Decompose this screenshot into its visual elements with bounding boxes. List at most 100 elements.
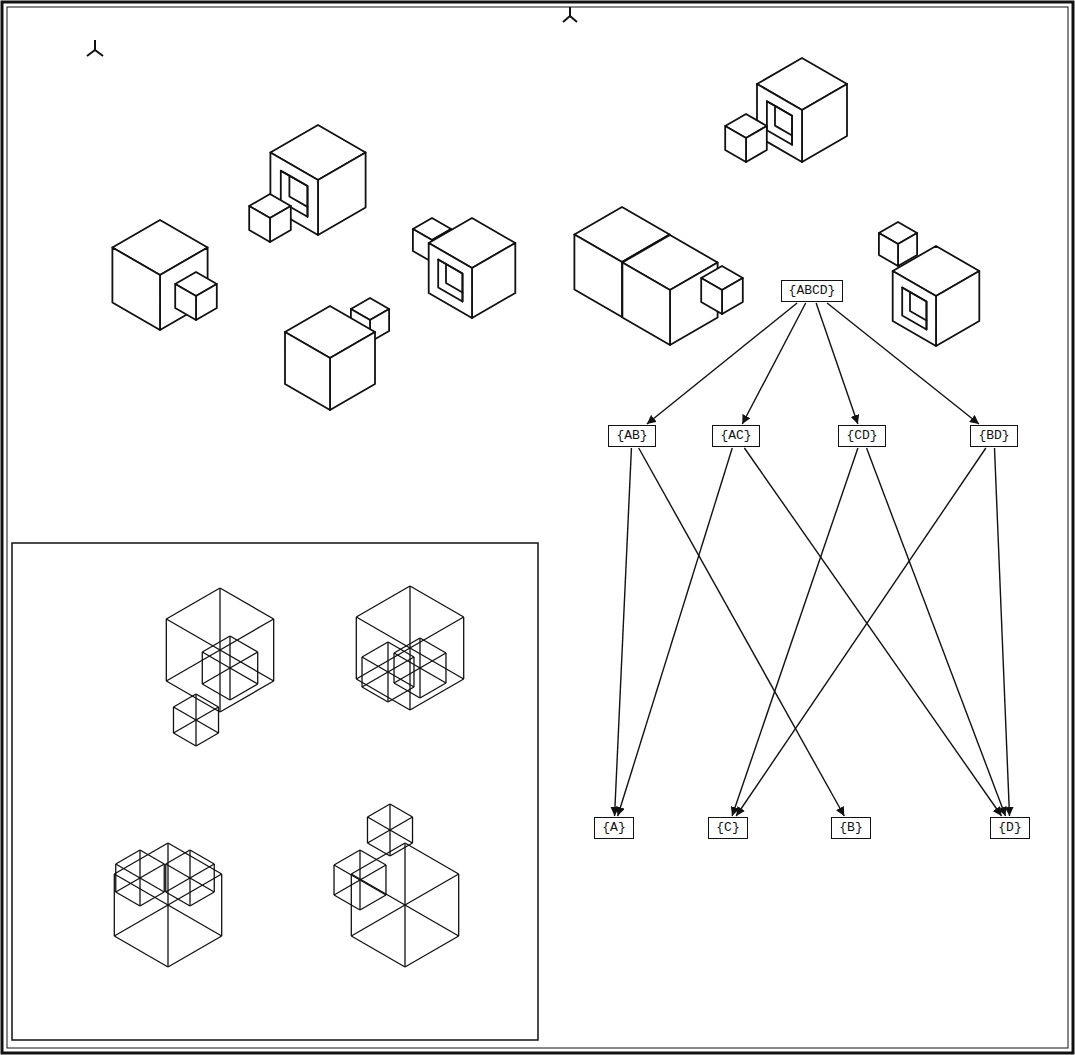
window-depth — [767, 101, 775, 106]
wire-edge — [140, 878, 164, 892]
wire-edge — [219, 650, 220, 712]
wire-edge — [458, 874, 459, 936]
wire-edge — [405, 905, 459, 936]
cube-face — [318, 153, 366, 236]
cube-face — [175, 284, 196, 320]
set-label: {B} — [839, 820, 862, 836]
wire-edge — [388, 687, 414, 702]
wire-edge — [360, 865, 386, 880]
subset-arrow — [736, 448, 986, 816]
wire-edge — [394, 638, 420, 653]
wire-edge — [229, 668, 230, 700]
wire-edge — [420, 683, 446, 698]
subset-arrow — [639, 448, 845, 816]
window-depth — [281, 171, 290, 176]
wire-edge — [190, 864, 214, 878]
wire-edge — [173, 694, 196, 707]
wire-edge — [114, 874, 115, 936]
window-depth — [307, 207, 309, 217]
set-box: {D} — [990, 817, 1029, 839]
window-opening — [902, 288, 926, 330]
wire-cube — [166, 588, 273, 712]
wire-edge — [420, 638, 446, 653]
wire-edge — [420, 653, 446, 668]
wire-edge — [367, 817, 390, 830]
wire-edge — [202, 652, 203, 684]
wire-edge — [230, 652, 258, 668]
cube — [285, 306, 375, 410]
wire-edge — [173, 720, 196, 733]
wire-edge — [409, 586, 410, 648]
set-label: {AC} — [720, 428, 751, 444]
wire-edge — [362, 642, 388, 657]
cube — [757, 58, 847, 162]
wire-edge — [202, 668, 230, 684]
wire-edge — [356, 586, 410, 617]
wireframe-panel — [12, 543, 538, 1040]
wire-edge — [405, 843, 459, 874]
wire-edge — [214, 864, 215, 892]
wire-edge — [410, 679, 464, 710]
set-box: {AB} — [608, 425, 655, 447]
cube-face — [701, 278, 722, 314]
wire-edge — [196, 720, 219, 733]
wire-edge — [362, 672, 388, 687]
wire-edge — [333, 865, 334, 895]
wire-edge — [168, 905, 222, 936]
wire-edge — [166, 850, 190, 864]
wire-edge — [114, 905, 168, 936]
axis-symbol — [563, 7, 577, 22]
wire-edge — [410, 648, 464, 679]
wire-cube — [351, 843, 458, 967]
wire-edge — [116, 864, 140, 878]
cube — [701, 266, 743, 314]
wire-edge — [387, 642, 388, 672]
wire-edge — [394, 683, 420, 698]
wire-edge — [412, 817, 413, 843]
cube — [725, 114, 767, 162]
cube-face — [893, 271, 936, 346]
wire-edge — [140, 892, 164, 906]
set-box: {C} — [708, 817, 747, 839]
axis-symbol — [87, 40, 103, 56]
wire-edge — [166, 588, 220, 619]
set-label: {C} — [716, 820, 739, 836]
wire-edge — [196, 694, 219, 707]
wire-edge — [166, 619, 220, 650]
window-opening — [438, 260, 462, 302]
cube-face — [249, 206, 270, 242]
cube-face — [725, 126, 746, 162]
wire-edge — [393, 653, 394, 683]
wire-edge — [164, 864, 165, 892]
subset-arrow — [816, 303, 858, 424]
wire-edge — [140, 864, 164, 878]
wire-edge — [409, 648, 410, 710]
subset-arrow — [827, 303, 979, 424]
cube-face — [802, 84, 847, 162]
window-depth — [902, 288, 910, 293]
cube-face — [574, 235, 622, 318]
cube-face — [285, 332, 330, 410]
wire-edge — [116, 878, 140, 892]
window-depth — [910, 292, 927, 321]
wire-edge — [168, 936, 222, 967]
wireframe-drawings — [114, 586, 463, 967]
wire-edge — [405, 874, 459, 905]
wire-edge — [334, 850, 360, 865]
wire-edge — [173, 707, 196, 720]
wire-cube — [367, 804, 412, 856]
wire-edge — [140, 850, 164, 864]
wire-cube — [173, 694, 218, 746]
wire-edge — [166, 650, 220, 681]
wire-edge — [195, 720, 196, 746]
wire-edge — [221, 874, 222, 936]
wire-edge — [410, 617, 464, 648]
window-depth — [438, 260, 446, 265]
set-label: {CD} — [846, 428, 877, 444]
set-label: {AB} — [616, 428, 647, 444]
wire-edge — [114, 874, 168, 905]
